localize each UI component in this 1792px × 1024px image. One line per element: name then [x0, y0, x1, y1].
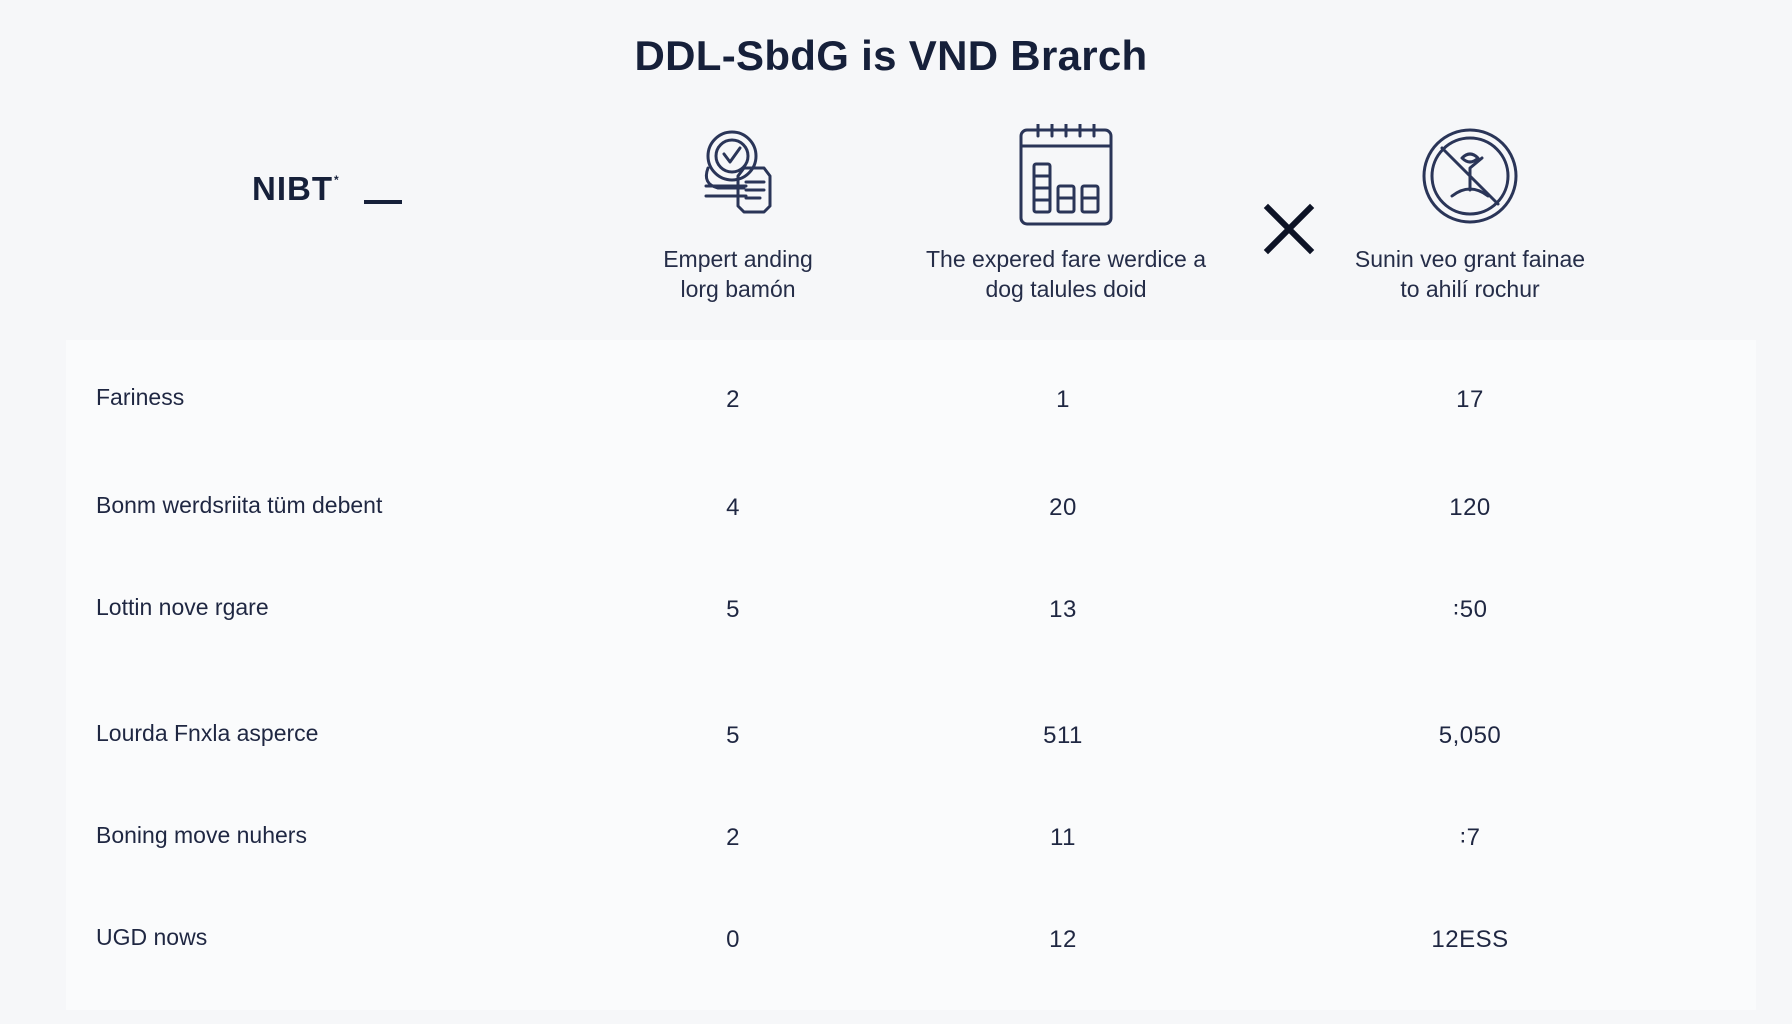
page-title: DDL-SbdG is VND Brarch	[634, 32, 1148, 79]
table-cell: 12	[1049, 926, 1077, 953]
brand-dash	[364, 200, 402, 204]
table-row: Boning move nuhers 2 11 ꞉7	[66, 808, 1756, 868]
column-header-1: Empert anding lorg bamón	[568, 124, 908, 304]
table-cell: ꞉7	[1459, 824, 1481, 851]
column-header-2: The expered fare werdice a dog talules d…	[896, 124, 1236, 304]
column-header-2-line2: dog talules doid	[985, 276, 1147, 302]
table-cell: 2	[726, 386, 740, 413]
close-icon[interactable]	[1262, 202, 1316, 256]
table-row: Lourda Fnxla asperce 5 511 5,050	[66, 706, 1756, 766]
row-label: Lourda Fnxla asperce	[96, 720, 319, 746]
table-cell: 12ESS	[1431, 926, 1509, 953]
table-cell: ꞉50	[1452, 596, 1488, 623]
column-header-3: Sunin veo grant fainae to ahilí rochur	[1300, 124, 1640, 304]
column-header-3-line2: to ahilí rochur	[1400, 276, 1540, 302]
table-row: UGD nows 0 12 12ESS	[66, 910, 1756, 970]
table-cell: 0	[726, 926, 740, 953]
table-cell: 5	[726, 596, 740, 623]
table-row: Bonm werdsriita tüm debent 4 20 120	[66, 478, 1756, 538]
brand-logo: NIBT*	[252, 170, 340, 208]
brand-sup: *	[334, 173, 340, 187]
column-header-3-line1: Sunin veo grant fainae	[1354, 246, 1586, 272]
row-label: Lottin nove rgare	[96, 594, 269, 620]
no-symbol-icon	[1422, 128, 1518, 224]
table-cell: 5	[726, 722, 740, 749]
calendar-table-icon	[1019, 124, 1113, 226]
row-label: Boning move nuhers	[96, 822, 307, 848]
table-cell: 1	[1056, 386, 1070, 413]
table-cell: 13	[1049, 596, 1077, 623]
brand-text: NIBT	[252, 170, 333, 207]
table-cell: 511	[1043, 722, 1083, 749]
shield-check-document-icon	[704, 130, 772, 214]
column-header-1-line2: lorg bamón	[680, 276, 796, 302]
data-table: Fariness 2 1 17 Bonm werdsriita tüm debe…	[66, 340, 1756, 1010]
table-row: Fariness 2 1 17	[66, 370, 1756, 430]
row-label: UGD nows	[96, 924, 208, 950]
table-cell: 17	[1456, 386, 1484, 413]
column-header-2-line1: The expered fare werdice a	[926, 246, 1206, 272]
table-row: Lottin nove rgare 5 13 ꞉50	[66, 580, 1756, 640]
table-cell: 2	[726, 824, 740, 851]
row-label: Bonm werdsriita tüm debent	[96, 492, 383, 518]
table-cell: 11	[1050, 824, 1076, 851]
table-cell: 120	[1449, 494, 1491, 521]
table-cell: 5,050	[1438, 722, 1502, 749]
row-label: Fariness	[96, 384, 185, 410]
table-cell: 4	[726, 494, 740, 521]
table-cell: 20	[1049, 494, 1077, 521]
column-header-1-line1: Empert anding	[663, 246, 813, 272]
